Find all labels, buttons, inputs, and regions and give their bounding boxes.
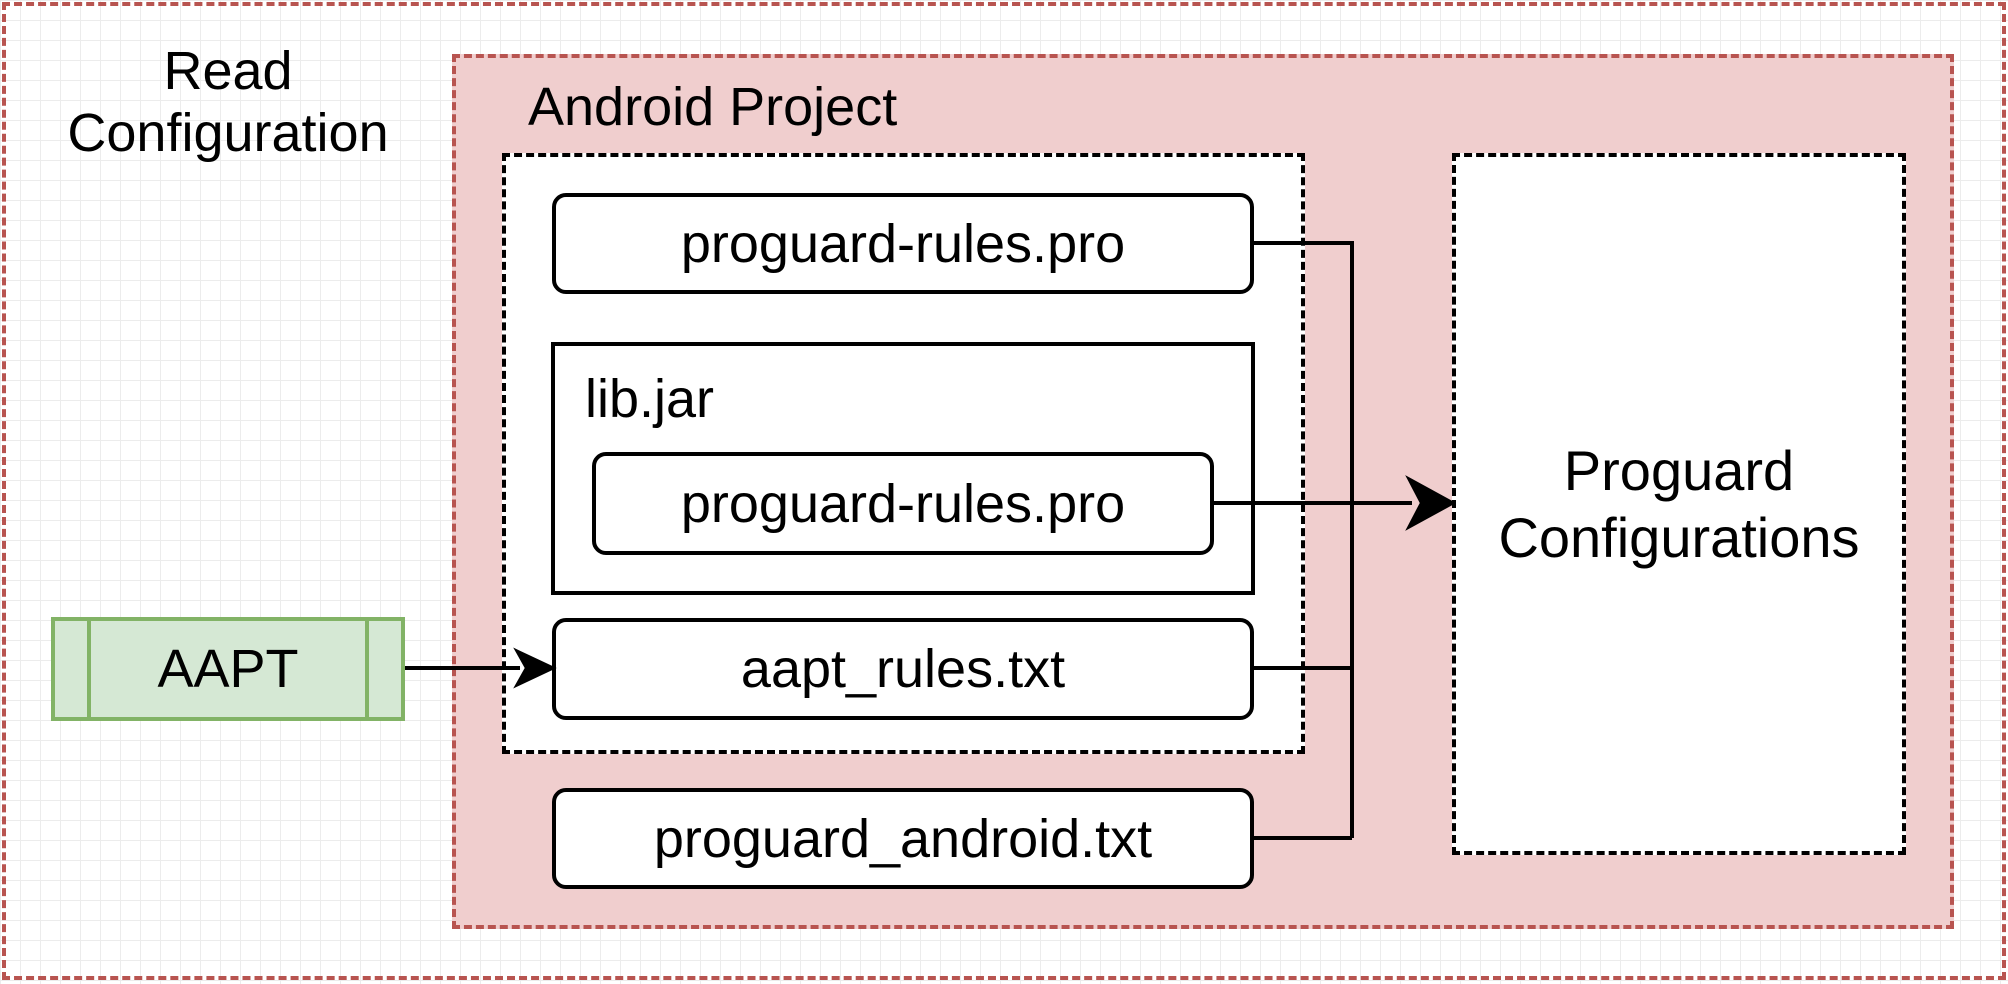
- read-configuration-label: Read Configuration: [67, 41, 389, 164]
- aapt-label: AAPT: [157, 639, 299, 699]
- proguard-configurations-node[interactable]: Proguard Configurations: [1452, 153, 1906, 855]
- lib-proguard-rules-node[interactable]: proguard-rules.pro: [592, 452, 1214, 555]
- aapt-process-node[interactable]: AAPT: [51, 617, 405, 721]
- arrowhead-to-configurations: [1405, 475, 1457, 531]
- lib-proguard-rules-label: proguard-rules.pro: [680, 473, 1126, 534]
- lib-jar-label: lib.jar: [585, 369, 715, 429]
- edge-project-rules: [1254, 241, 1354, 838]
- android-project-label: Android Project: [528, 77, 898, 137]
- proguard-android-node[interactable]: proguard_android.txt: [552, 788, 1254, 889]
- arrowhead-to-aapt-rules: [513, 647, 557, 689]
- aapt-left-bar: [87, 621, 91, 717]
- aapt-rules-label: aapt_rules.txt: [740, 639, 1066, 699]
- project-proguard-rules-label: proguard-rules.pro: [680, 213, 1126, 274]
- aapt-rules-node[interactable]: aapt_rules.txt: [552, 618, 1254, 720]
- aapt-right-bar: [365, 621, 369, 717]
- project-proguard-rules-node[interactable]: proguard-rules.pro: [552, 193, 1254, 294]
- proguard-configurations-label: Proguard Configurations: [1498, 438, 1860, 569]
- proguard-android-label: proguard_android.txt: [653, 808, 1153, 869]
